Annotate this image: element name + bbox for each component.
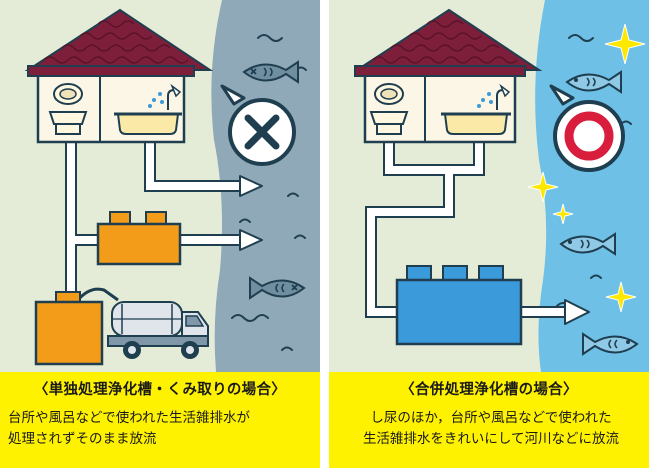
- septic-tank-icon: [34, 287, 119, 366]
- shower-icon: [148, 83, 182, 110]
- circle-mark-icon: [549, 84, 625, 172]
- dead-fish-icon: [249, 276, 306, 300]
- right-caption-line: 生活雑排水をきれいにして河川などに放流: [362, 431, 620, 447]
- left-panel-single-tank: 〈単独処理浄化槽・くみ取りの場合〉 台所や風呂などで使われた生活雑排水が 処理さ…: [0, 0, 320, 468]
- river-waves: [556, 34, 632, 307]
- left-caption-line: 台所や風呂などで使われた生活雑排水が: [8, 410, 251, 426]
- shower-icon: [477, 83, 511, 110]
- polluted-river: [211, 0, 320, 372]
- sparkle-icon: [605, 281, 637, 313]
- septic-tank-icon: [96, 211, 182, 266]
- septic-tank-icon: [395, 265, 523, 346]
- river-waves: [231, 34, 307, 351]
- healthy-fish-icon: [582, 332, 639, 356]
- arrow-icon: [564, 299, 590, 325]
- cross-mark-icon: [220, 84, 296, 166]
- healthy-fish-icon: [565, 70, 622, 94]
- right-illustration: [329, 0, 649, 372]
- arrow-icon: [239, 175, 263, 197]
- sparkle-icon: [527, 171, 559, 203]
- left-illustration: [0, 0, 320, 372]
- healthy-fish-icon: [559, 232, 616, 256]
- right-panel-combined-tank: 〈合併処理浄化槽の場合〉 し尿のほか，台所や風呂などで使われた 生活雑排水をきれ…: [329, 0, 649, 468]
- right-caption-body: し尿のほか，台所や風呂などで使われた 生活雑排水をきれいにして河川などに放流: [337, 408, 645, 450]
- bathtub-icon: [114, 112, 182, 135]
- arrow-icon: [239, 229, 263, 251]
- left-caption: 〈単独処理浄化槽・くみ取りの場合〉 台所や風呂などで使われた生活雑排水が 処理さ…: [0, 372, 320, 468]
- toilet-icon: [369, 83, 409, 135]
- right-caption-title: 〈合併処理浄化槽の場合〉: [400, 382, 578, 398]
- toilet-icon: [48, 83, 88, 135]
- right-caption-line: し尿のほか，台所や風呂などで使われた: [370, 410, 612, 426]
- left-caption-body: 台所や風呂などで使われた生活雑排水が 処理されずそのまま放流: [8, 408, 316, 450]
- right-caption: 〈合併処理浄化槽の場合〉 し尿のほか，台所や風呂などで使われた 生活雑排水をきれ…: [329, 372, 649, 468]
- left-caption-title: 〈単独処理浄化槽・くみ取りの場合〉: [33, 382, 287, 398]
- sparkle-icon: [552, 203, 574, 225]
- bathtub-icon: [441, 112, 511, 135]
- left-caption-line: 処理されずそのまま放流: [8, 431, 157, 447]
- dead-fish-icon: [242, 60, 299, 84]
- sparkle-icon: [604, 23, 646, 65]
- vacuum-truck-icon: [107, 301, 209, 359]
